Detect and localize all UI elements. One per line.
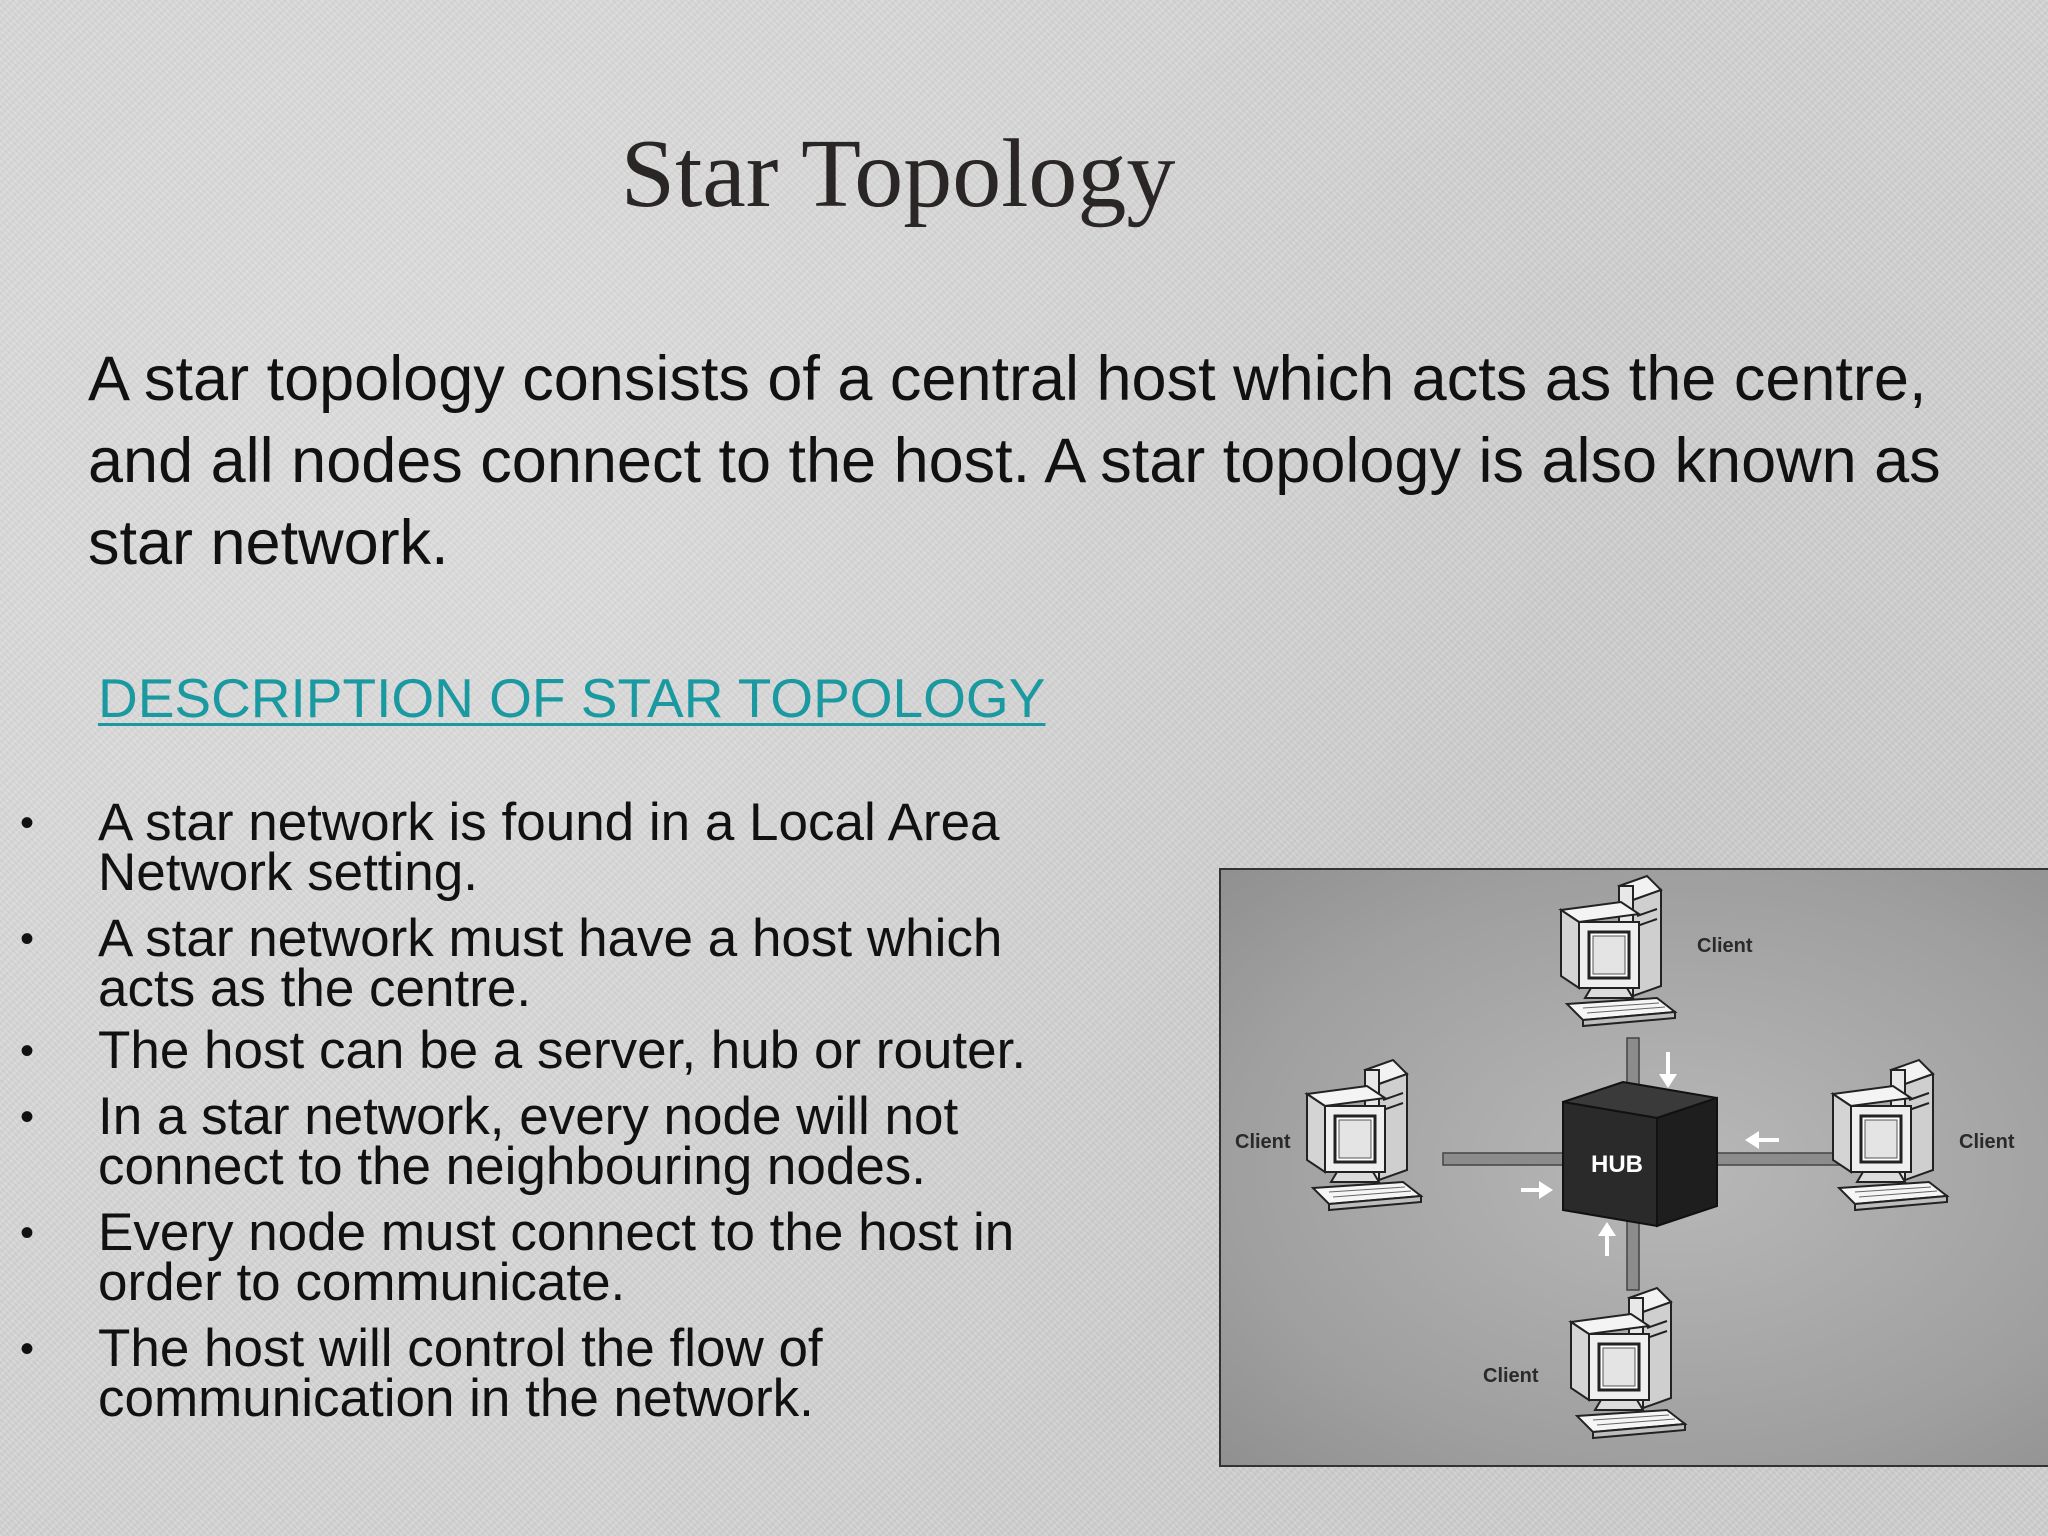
description-link[interactable]: DESCRIPTION OF STAR TOPOLOGY [98, 667, 1046, 729]
bullet-text-line-2: Network setting. [98, 843, 478, 902]
bullet-item: • The host will control the flow of comm… [0, 1322, 1180, 1434]
bullet-text-line-1: In a star network, every node will not [98, 1087, 959, 1146]
star-topology-diagram: HUB Client Client Client Client [1219, 868, 2048, 1467]
bullet-text-line-1: A star network must have a host which [98, 909, 1003, 968]
bullet-item: • A star network is found in a Local Are… [0, 796, 1180, 914]
bullet-text-line-2: communication in the network. [98, 1369, 814, 1428]
bullet-text-line-2: order to communicate. [98, 1253, 626, 1312]
diagram-canvas: HUB Client Client Client Client [1235, 874, 2015, 1440]
computer-icon [1831, 1058, 1949, 1212]
bullet-text-line-2: connect to the neighbouring nodes. [98, 1137, 927, 1196]
bullet-text-line-1: The host can be a server, hub or router. [98, 1021, 1027, 1080]
bullet-marker: • [20, 1095, 35, 1139]
arrow-icon [1521, 1052, 1779, 1256]
bullet-marker: • [20, 917, 35, 961]
client-label-right: Client [1959, 1131, 2015, 1153]
bullet-text-line-1: The host will control the flow of [98, 1319, 823, 1378]
bullet-text-line-1: A star network is found in a Local Area [98, 793, 1000, 852]
bullet-item: • A star network must have a host which … [0, 912, 1180, 1026]
bullet-text-line-2: acts as the centre. [98, 959, 532, 1018]
computer-icon [1569, 1286, 1687, 1440]
bullet-item: • Every node must connect to the host in… [0, 1206, 1180, 1324]
slide-title: Star Topology [620, 120, 1176, 228]
bullet-item: • The host can be a server, hub or route… [0, 1024, 1180, 1092]
client-label-bottom: Client [1483, 1365, 1539, 1387]
bullet-marker: • [20, 801, 35, 845]
bullet-text-line-1: Every node must connect to the host in [98, 1203, 1015, 1262]
intro-paragraph: A star topology consists of a central ho… [88, 344, 1941, 578]
client-label-top: Client [1697, 935, 1753, 957]
bullet-marker: • [20, 1327, 35, 1371]
bullet-item: • In a star network, every node will not… [0, 1090, 1180, 1208]
hub-label: HUB [1591, 1151, 1643, 1178]
bullet-list: • A star network is found in a Local Are… [0, 796, 1180, 1434]
connection-cables [1442, 1037, 1848, 1291]
bullet-marker: • [20, 1211, 35, 1255]
hub-icon: HUB [1562, 1080, 1718, 1228]
computer-icon [1305, 1058, 1423, 1212]
client-label-left: Client [1235, 1131, 1291, 1153]
computer-icon [1559, 874, 1677, 1028]
bullet-marker: • [20, 1029, 35, 1073]
